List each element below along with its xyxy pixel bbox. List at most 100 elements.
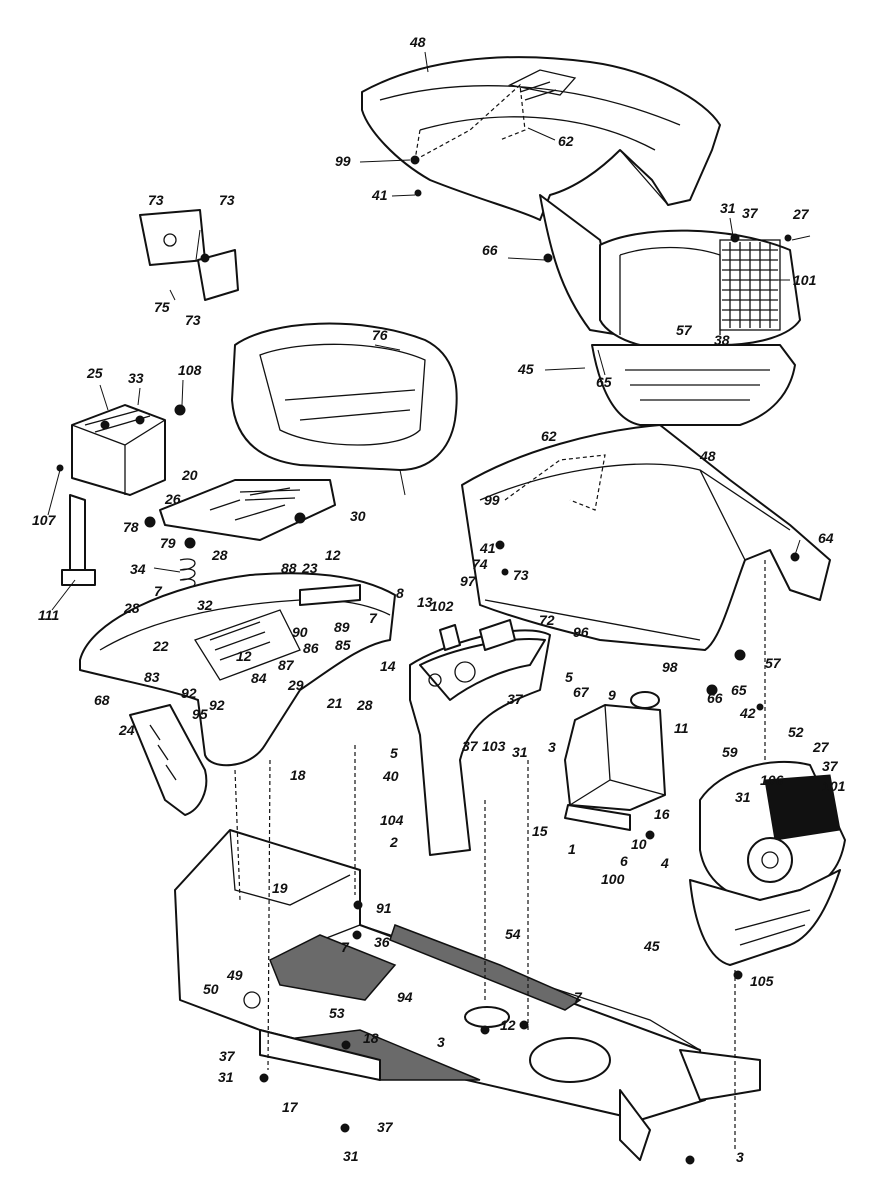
callout-33: 33 [128,370,144,386]
callout-74: 74 [472,556,488,572]
callout-28-a: 28 [211,547,228,563]
battery [61,404,166,586]
callout-15: 15 [532,823,548,839]
callout-73-d: 73 [513,567,529,583]
callout-65-upper: 65 [596,374,612,390]
callout-73-c: 73 [185,312,201,328]
callout-111: 111 [38,607,59,623]
callout-2: 2 [389,834,398,850]
callout-97: 97 [460,573,477,589]
callout-40: 40 [382,768,399,784]
callout-101-upper: 101 [793,272,817,288]
callout-100: 100 [601,871,625,887]
callout-102: 102 [430,598,454,614]
lower-hood [461,424,831,651]
seat [231,322,458,496]
callout-106: 106 [760,772,784,788]
callout-11: 11 [674,720,689,736]
callout-31-frame-b: 31 [343,1148,359,1164]
callout-38: 38 [714,332,730,348]
callout-37-frame-b: 37 [377,1119,394,1135]
callout-83: 83 [144,669,160,685]
callout-21: 21 [326,695,343,711]
callout-73-b: 73 [219,192,235,208]
callout-54: 54 [505,926,521,942]
callout-27-lower: 27 [812,739,830,755]
rear-fender [79,572,396,767]
callout-95: 95 [192,706,208,722]
callout-4: 4 [660,855,669,871]
callout-37-dash-a: 37 [507,691,524,707]
callout-78: 78 [123,519,139,535]
callout-85: 85 [335,637,351,653]
callout-6: 6 [620,853,628,869]
callout-23: 23 [301,560,318,576]
callout-49: 49 [226,967,243,983]
callout-50: 50 [203,981,219,997]
callout-107: 107 [32,512,57,528]
callout-3-b: 3 [437,1034,445,1050]
callout-104: 104 [380,812,404,828]
callout-57-upper: 57 [676,322,693,338]
callout-87: 87 [278,657,295,673]
alignment-lines [234,560,766,1150]
callout-66-upper: 66 [482,242,498,258]
callout-31-lower-grille: 31 [735,789,751,805]
callout-48-lower: 48 [699,448,716,464]
callout-26: 26 [164,491,181,507]
callout-9: 9 [608,687,616,703]
callout-45-lower: 45 [643,938,660,954]
callout-52: 52 [788,724,804,740]
callout-8: 8 [396,585,404,601]
callout-28-c: 28 [356,697,373,713]
callout-7-d: 7 [574,989,583,1005]
seat-plate [159,479,336,541]
callout-45-upper: 45 [517,361,534,377]
callout-98: 98 [662,659,678,675]
leader-lines [47,51,811,611]
callout-27-upper: 27 [792,206,810,222]
callout-42: 42 [739,705,756,721]
callout-18-a: 18 [290,767,306,783]
callout-12-c: 12 [500,1017,516,1033]
callout-89: 89 [334,619,350,635]
callout-41-upper: 41 [371,187,388,203]
callout-92-b: 92 [209,697,225,713]
callout-32: 32 [197,597,213,613]
callout-68: 68 [94,692,110,708]
callout-1: 1 [568,841,576,857]
callout-64: 64 [818,530,834,546]
callout-96: 96 [573,624,589,640]
callout-22: 22 [152,638,169,654]
callout-12-a: 12 [325,547,341,563]
callout-28-b: 28 [123,600,140,616]
callout-75: 75 [154,299,170,315]
callout-13: 13 [417,594,433,610]
callout-101-lower: 101 [822,778,846,794]
callout-10: 10 [631,836,647,852]
upper-grille [591,229,801,426]
callout-7-c: 7 [341,939,350,955]
callout-86: 86 [303,640,319,656]
callout-59: 59 [722,744,738,760]
callout-5-a: 5 [565,669,573,685]
callout-31-upper: 31 [720,200,736,216]
callout-31-frame-a: 31 [218,1069,234,1085]
callout-105: 105 [750,973,774,989]
callout-3-c: 3 [736,1149,744,1165]
dash-tower [409,619,551,856]
callout-57-lower: 57 [765,655,782,671]
callout-5-b: 5 [390,745,398,761]
callout-7-b: 7 [369,610,378,626]
callout-37-dash-b: 37 [462,738,479,754]
hood-brackets [139,209,239,301]
callout-65-lower: 65 [731,682,747,698]
callout-37-upper: 37 [742,205,759,221]
callout-73-a: 73 [148,192,164,208]
callout-88: 88 [281,560,297,576]
callout-7-a: 7 [154,583,163,599]
callout-37-frame-a: 37 [219,1048,236,1064]
callout-67: 67 [573,684,590,700]
callout-12-b: 12 [236,648,252,664]
